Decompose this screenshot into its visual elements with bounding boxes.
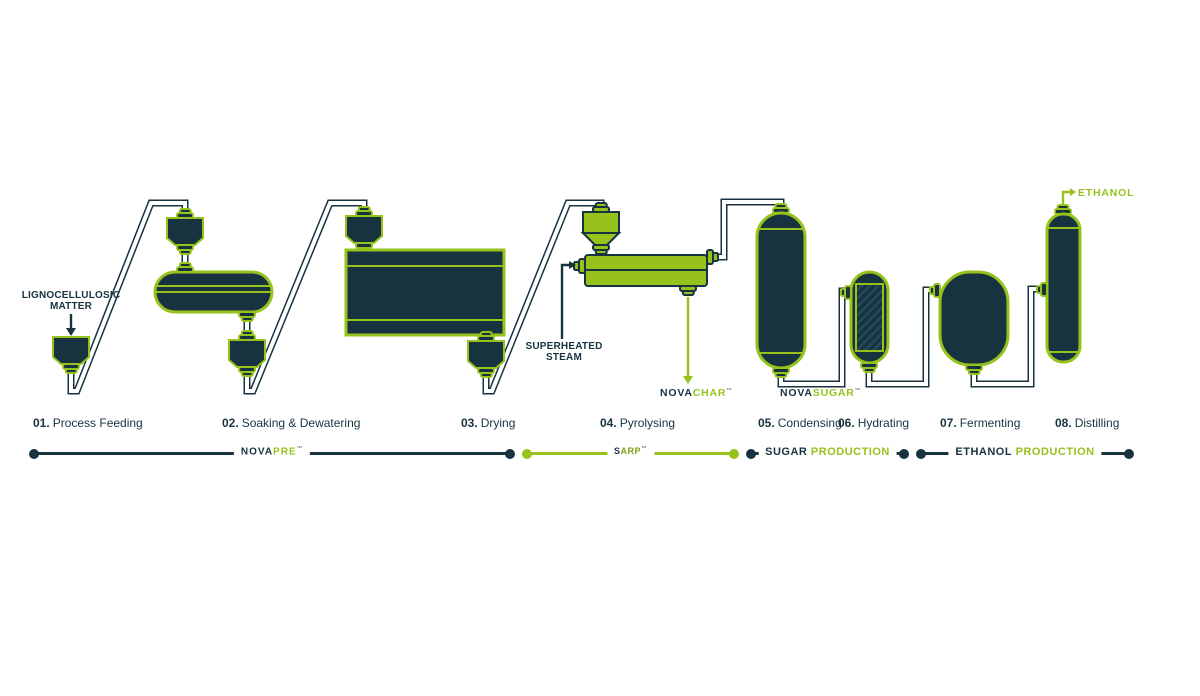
soaking-dewatering-tank: [153, 208, 274, 377]
timeline-dot: [505, 448, 515, 459]
fermenter-tank: [929, 270, 1010, 375]
input-label-line1: LIGNOCELLULOSIC: [21, 290, 121, 301]
sarp-label: SARP™: [606, 446, 655, 456]
novapre-label: NOVAPRE™: [233, 446, 311, 458]
novasugar-label: NOVASUGAR™: [780, 387, 861, 399]
timeline-segment-sarp: SARP™: [522, 446, 739, 459]
timeline-dot: [899, 448, 909, 459]
step-label-06: 06.Hydrating: [838, 416, 910, 430]
step-label-02: 02.Soaking & Dewatering: [222, 416, 361, 430]
drying-unit: [344, 206, 506, 378]
condenser-column: [755, 203, 807, 378]
ethanol-production-label: ETHANOL PRODUCTION: [948, 446, 1102, 458]
timeline-segment-ethanol-production: ETHANOL PRODUCTION: [916, 446, 1134, 459]
step-label-05: 05.Condensing: [758, 416, 842, 430]
sugar-production-label: SUGAR PRODUCTION: [758, 446, 897, 458]
pyrolyser: [573, 202, 719, 296]
ethanol-output-arrow: [1061, 188, 1076, 205]
novachar-suffix: CHAR: [692, 387, 727, 399]
step-label-07: 07.Fermenting: [940, 416, 1021, 430]
superheated-steam-label: SUPERHEATED STEAM: [518, 341, 610, 363]
timeline-dot: [916, 448, 926, 459]
novasugar-tm: ™: [854, 387, 861, 394]
input-label-line2: MATTER: [49, 301, 93, 312]
feed-hopper: [52, 336, 90, 374]
superheated-steam-arrow: [560, 261, 576, 339]
timeline-dot: [729, 448, 739, 459]
novasugar-suffix: SUGAR: [812, 387, 855, 399]
step-label-08: 08.Distilling: [1055, 416, 1120, 430]
timeline-dot: [522, 448, 532, 459]
novachar-label: NOVACHAR™: [660, 387, 733, 399]
step-label-03: 03.Drying: [461, 416, 516, 430]
timeline-dot: [746, 448, 756, 459]
hopper-below-soaking-tank: [228, 330, 266, 377]
feed-arrow: [66, 314, 76, 336]
hydrator-vessel: [840, 270, 890, 373]
steam-label-line1: SUPERHEATED: [525, 341, 603, 352]
timeline-segment-sugar-production: SUGAR PRODUCTION: [746, 446, 909, 459]
novachar-output-arrow: [683, 297, 693, 384]
timeline-dot: [29, 448, 39, 459]
ethanol-label: ETHANOL: [1078, 187, 1135, 199]
novasugar-prefix: NOVA: [780, 387, 813, 399]
novachar-tm: ™: [726, 387, 733, 394]
novachar-prefix: NOVA: [660, 387, 693, 399]
hopper-above-dryer: [345, 206, 383, 253]
timeline-dot: [1124, 448, 1134, 459]
steam-label-line2: STEAM: [546, 352, 582, 363]
distillation-column: [1036, 204, 1082, 364]
lignocellulosic-matter-label: LIGNOCELLULOSIC MATTER: [19, 290, 123, 312]
step-label-01: 01.Process Feeding: [33, 416, 143, 430]
timeline-segment-novapre: NOVAPRE™: [29, 446, 515, 459]
hopper-below-dryer: [467, 331, 505, 378]
pyrolyser-feed-funnel: [580, 202, 622, 255]
hopper-above-soaking-tank: [166, 208, 204, 255]
step-label-04: 04.Pyrolysing: [600, 416, 676, 430]
